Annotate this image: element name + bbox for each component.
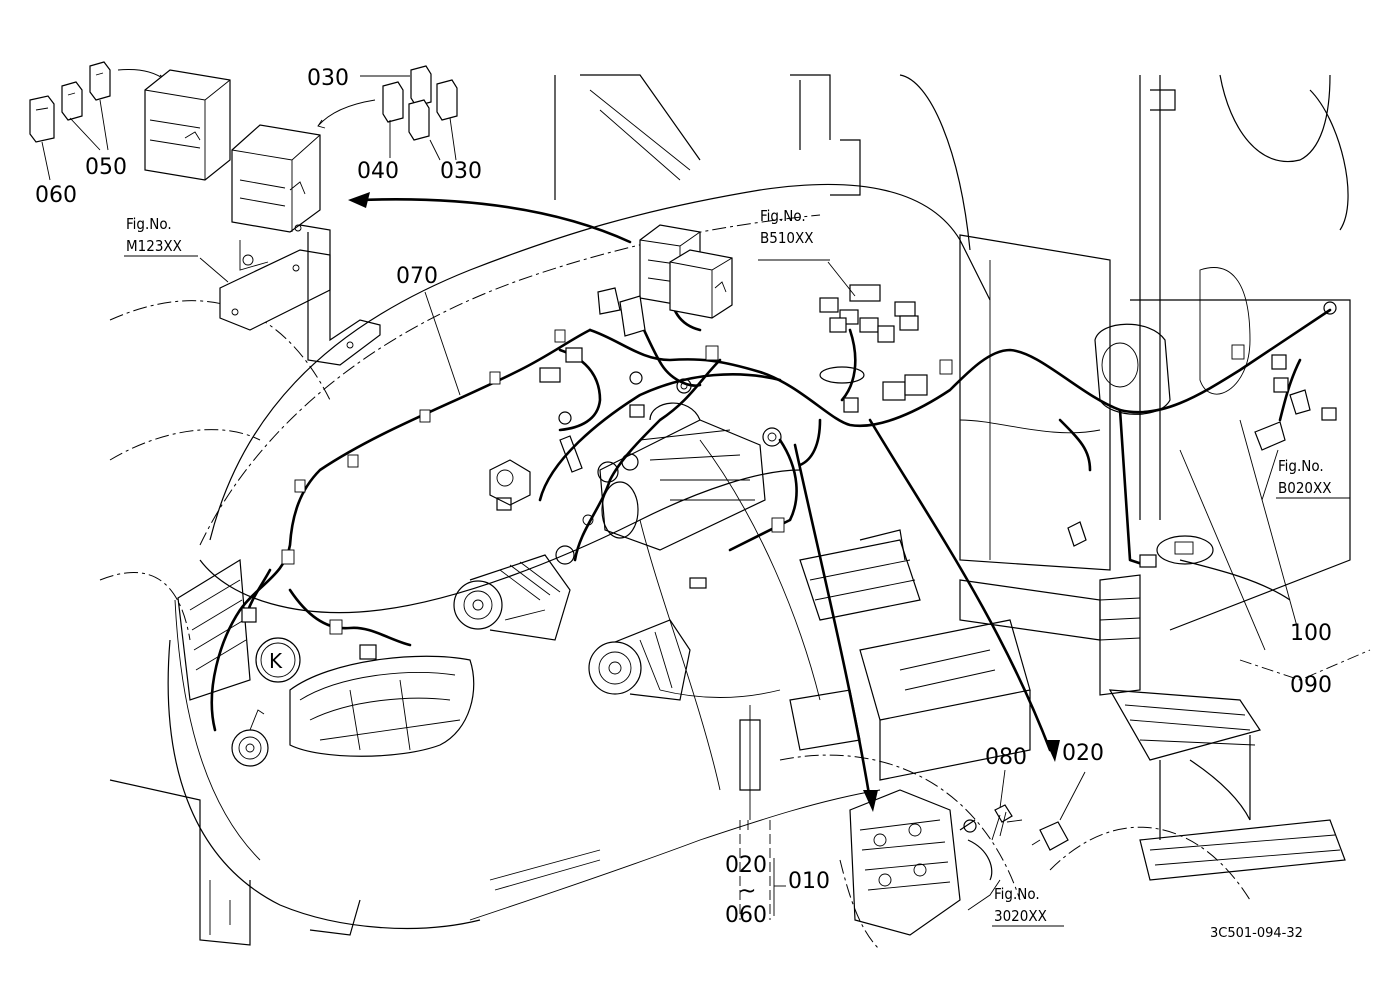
emblem-letter: K bbox=[269, 649, 283, 673]
callout-020-right: 020 bbox=[1062, 741, 1104, 766]
fuse-box-rear-icon bbox=[144, 69, 231, 181]
fuse-030a-icon bbox=[410, 65, 432, 107]
callout-060-bottom: 060 bbox=[725, 903, 767, 928]
horn bbox=[231, 709, 269, 767]
mounting-bracket-icon bbox=[219, 249, 331, 331]
rear-switch bbox=[1156, 535, 1214, 565]
callout-020-bottom: 020 bbox=[725, 853, 767, 878]
fuse-box-exploded-group bbox=[29, 61, 458, 366]
fig-ref-3020: Fig.No. 3020XX bbox=[992, 885, 1064, 927]
cylinder-head-detail bbox=[849, 789, 1069, 936]
fuse-040-icon bbox=[382, 81, 404, 123]
callout-tilde: ~ bbox=[738, 879, 756, 904]
fig-ref-3020-line2: 3020XX bbox=[994, 907, 1047, 925]
starter-motor bbox=[582, 402, 766, 551]
fig-ref-b510: Fig.No. B510XX bbox=[758, 207, 830, 261]
part-callouts: 030 050 060 040 030 070 100 090 080 020 … bbox=[35, 66, 1332, 928]
fuse-050a-icon bbox=[61, 81, 83, 121]
callout-050: 050 bbox=[85, 155, 127, 180]
fuse-box-front-icon bbox=[231, 124, 321, 233]
arrow-fuse-box-detail bbox=[358, 198, 632, 244]
fig-ref-m123: Fig.No. M123XX bbox=[124, 215, 198, 257]
alternator bbox=[453, 545, 575, 641]
fig-ref-3020-line1: Fig.No. bbox=[994, 885, 1040, 903]
callout-100: 100 bbox=[1290, 621, 1332, 646]
callout-090: 090 bbox=[1290, 673, 1332, 698]
drawing-code: 3C501-094-32 bbox=[1210, 926, 1303, 941]
fuse-060-icon bbox=[29, 95, 55, 143]
fig-ref-b020: Fig.No. B020XX bbox=[1276, 457, 1350, 499]
engine-sensors bbox=[489, 389, 1311, 547]
callout-060: 060 bbox=[35, 183, 77, 208]
fig-ref-b510-line1: Fig.No. bbox=[760, 207, 806, 225]
callout-010: 010 bbox=[788, 869, 830, 894]
work-lamp bbox=[1094, 323, 1171, 415]
callout-030-top: 030 bbox=[307, 66, 349, 91]
fig-ref-m123-line1: Fig.No. bbox=[126, 215, 172, 233]
fuse-030c-icon bbox=[408, 99, 430, 141]
fig-ref-b510-line2: B510XX bbox=[760, 229, 814, 247]
leader-lines bbox=[199, 257, 1371, 920]
ac-compressor bbox=[588, 619, 691, 701]
callout-080: 080 bbox=[985, 745, 1027, 770]
fuse-030b-icon bbox=[436, 79, 458, 121]
callout-040: 040 bbox=[357, 159, 399, 184]
callout-070: 070 bbox=[396, 264, 438, 289]
fig-ref-b020-line1: Fig.No. bbox=[1278, 457, 1324, 475]
connector-cluster-b510 bbox=[819, 284, 919, 343]
fig-ref-b020-line2: B020XX bbox=[1278, 479, 1332, 497]
harness-fuse-box bbox=[597, 224, 733, 337]
fuse-050b-icon bbox=[89, 61, 111, 101]
wiring-harness bbox=[210, 283, 1337, 812]
callout-030-bottom: 030 bbox=[440, 159, 482, 184]
fig-ref-m123-line2: M123XX bbox=[126, 237, 182, 255]
